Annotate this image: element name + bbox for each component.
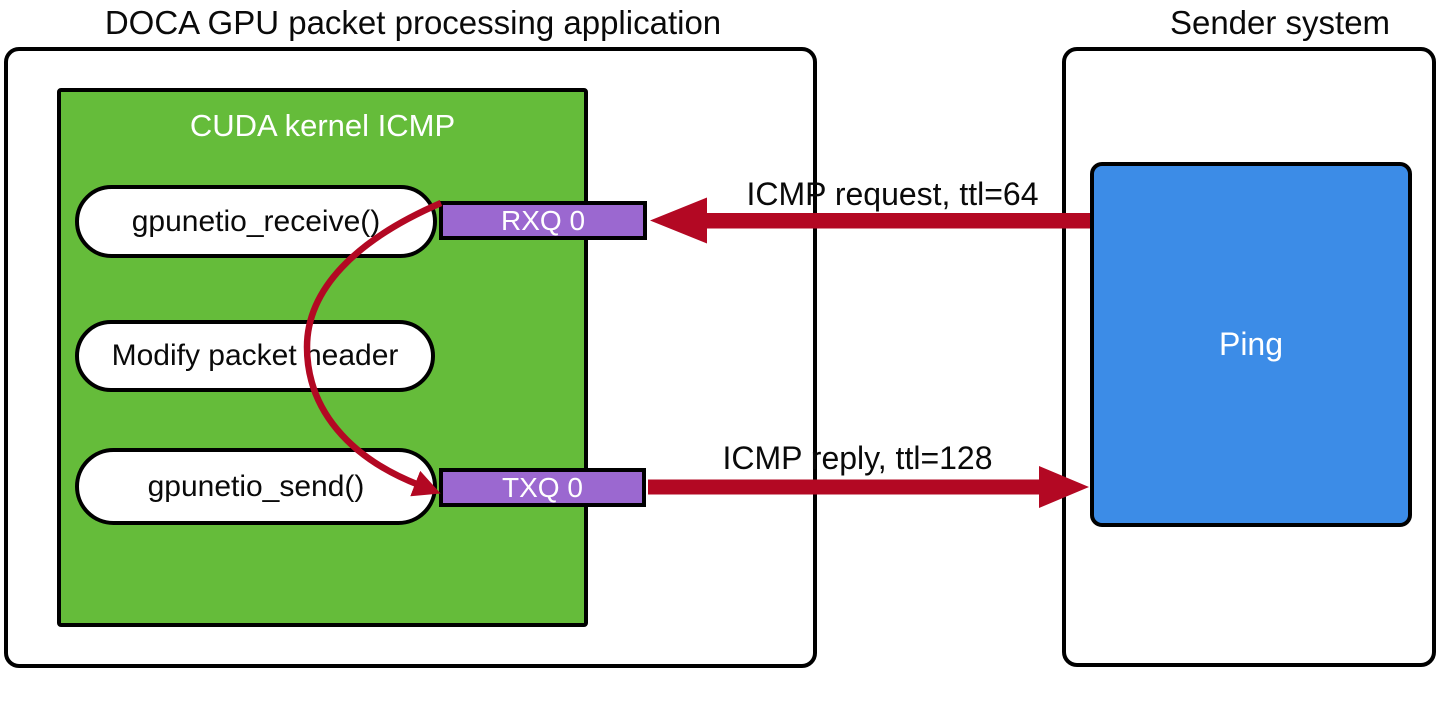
queue-txq0: TXQ 0 bbox=[439, 468, 646, 507]
queue-rxq0: RXQ 0 bbox=[439, 201, 647, 240]
sender-system-title: Sender system bbox=[1169, 4, 1391, 41]
step-modify-packet-header-label: Modify packet header bbox=[111, 339, 399, 372]
doca-app-title: DOCA GPU packet processing application bbox=[104, 4, 722, 41]
queue-txq0-label: TXQ 0 bbox=[502, 471, 583, 503]
step-gpunetio-receive: gpunetio_receive() bbox=[75, 185, 437, 258]
step-gpunetio-receive-label: gpunetio_receive() bbox=[131, 204, 381, 238]
queue-rxq0-label: RXQ 0 bbox=[500, 204, 586, 236]
ping-label: Ping bbox=[1218, 326, 1284, 362]
step-modify-packet-header: Modify packet header bbox=[75, 320, 435, 392]
icmp-request-label: ICMP request, ttl=64 bbox=[746, 176, 1039, 212]
step-gpunetio-send-label: gpunetio_send() bbox=[147, 469, 365, 503]
cuda-kernel-title: CUDA kernel ICMP bbox=[189, 108, 456, 143]
step-gpunetio-send: gpunetio_send() bbox=[75, 448, 437, 525]
icmp-reply-label: ICMP reply, ttl=128 bbox=[722, 440, 993, 476]
ping-box: Ping bbox=[1090, 162, 1412, 527]
